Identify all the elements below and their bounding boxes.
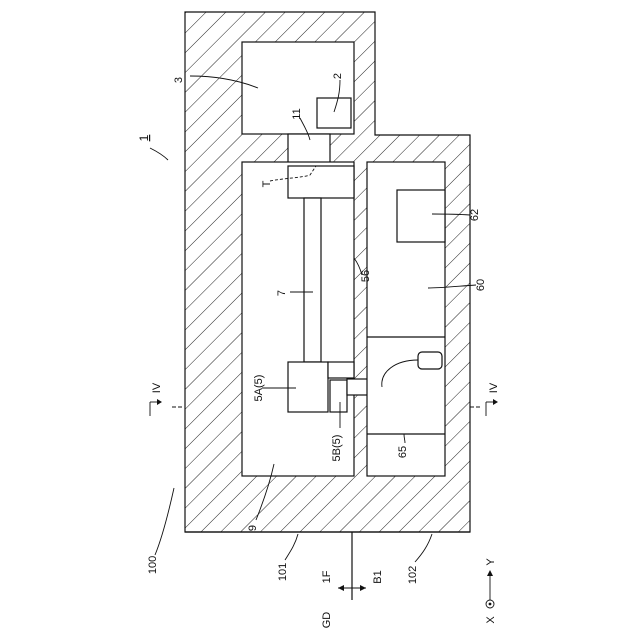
unit-2-box [317,98,351,128]
label-gd: GD [321,612,333,629]
label-t: T [261,180,273,187]
connector-11 [288,134,330,166]
label-3: 3 [173,77,185,83]
label-section-right: IV [488,382,500,393]
leader-102 [415,534,432,562]
arrow-b1-head [360,585,366,591]
label-65: 65 [397,446,409,458]
section-right-head [493,399,498,405]
section-left-head [157,399,162,405]
block-62 [397,190,445,242]
cabinet-sensor [418,352,442,369]
label-x: X [485,616,497,624]
label-b1: B1 [372,570,384,583]
carriage-5a-tab [328,362,354,378]
label-1f: 1F [321,570,333,583]
label-102: 102 [407,566,419,584]
rail-7 [304,198,321,362]
carriage-5b [330,380,347,412]
label-2: 2 [332,73,344,79]
label-y: Y [485,558,497,566]
arrow-1f-head [338,585,344,591]
label-101: 101 [277,563,289,581]
axis-y-head [487,570,493,576]
label-5b: 5B(5) [331,435,343,462]
label-60: 60 [475,279,487,291]
label-section-left: IV [151,382,163,393]
leader-101 [285,534,298,560]
label-56: 56 [360,270,372,282]
leader-1 [150,148,168,160]
label-1: 1 [137,134,151,141]
label-100: 100 [147,556,159,574]
t-block [288,166,354,198]
frame-9-box [242,162,354,476]
label-11: 11 [291,108,303,119]
label-62: 62 [469,209,481,221]
leader-100 [155,488,174,555]
label-9: 9 [247,525,259,531]
carriage-5a [288,362,328,412]
label-7: 7 [276,290,288,296]
label-5a: 5A(5) [253,375,265,402]
axis-x-dot [489,603,492,606]
